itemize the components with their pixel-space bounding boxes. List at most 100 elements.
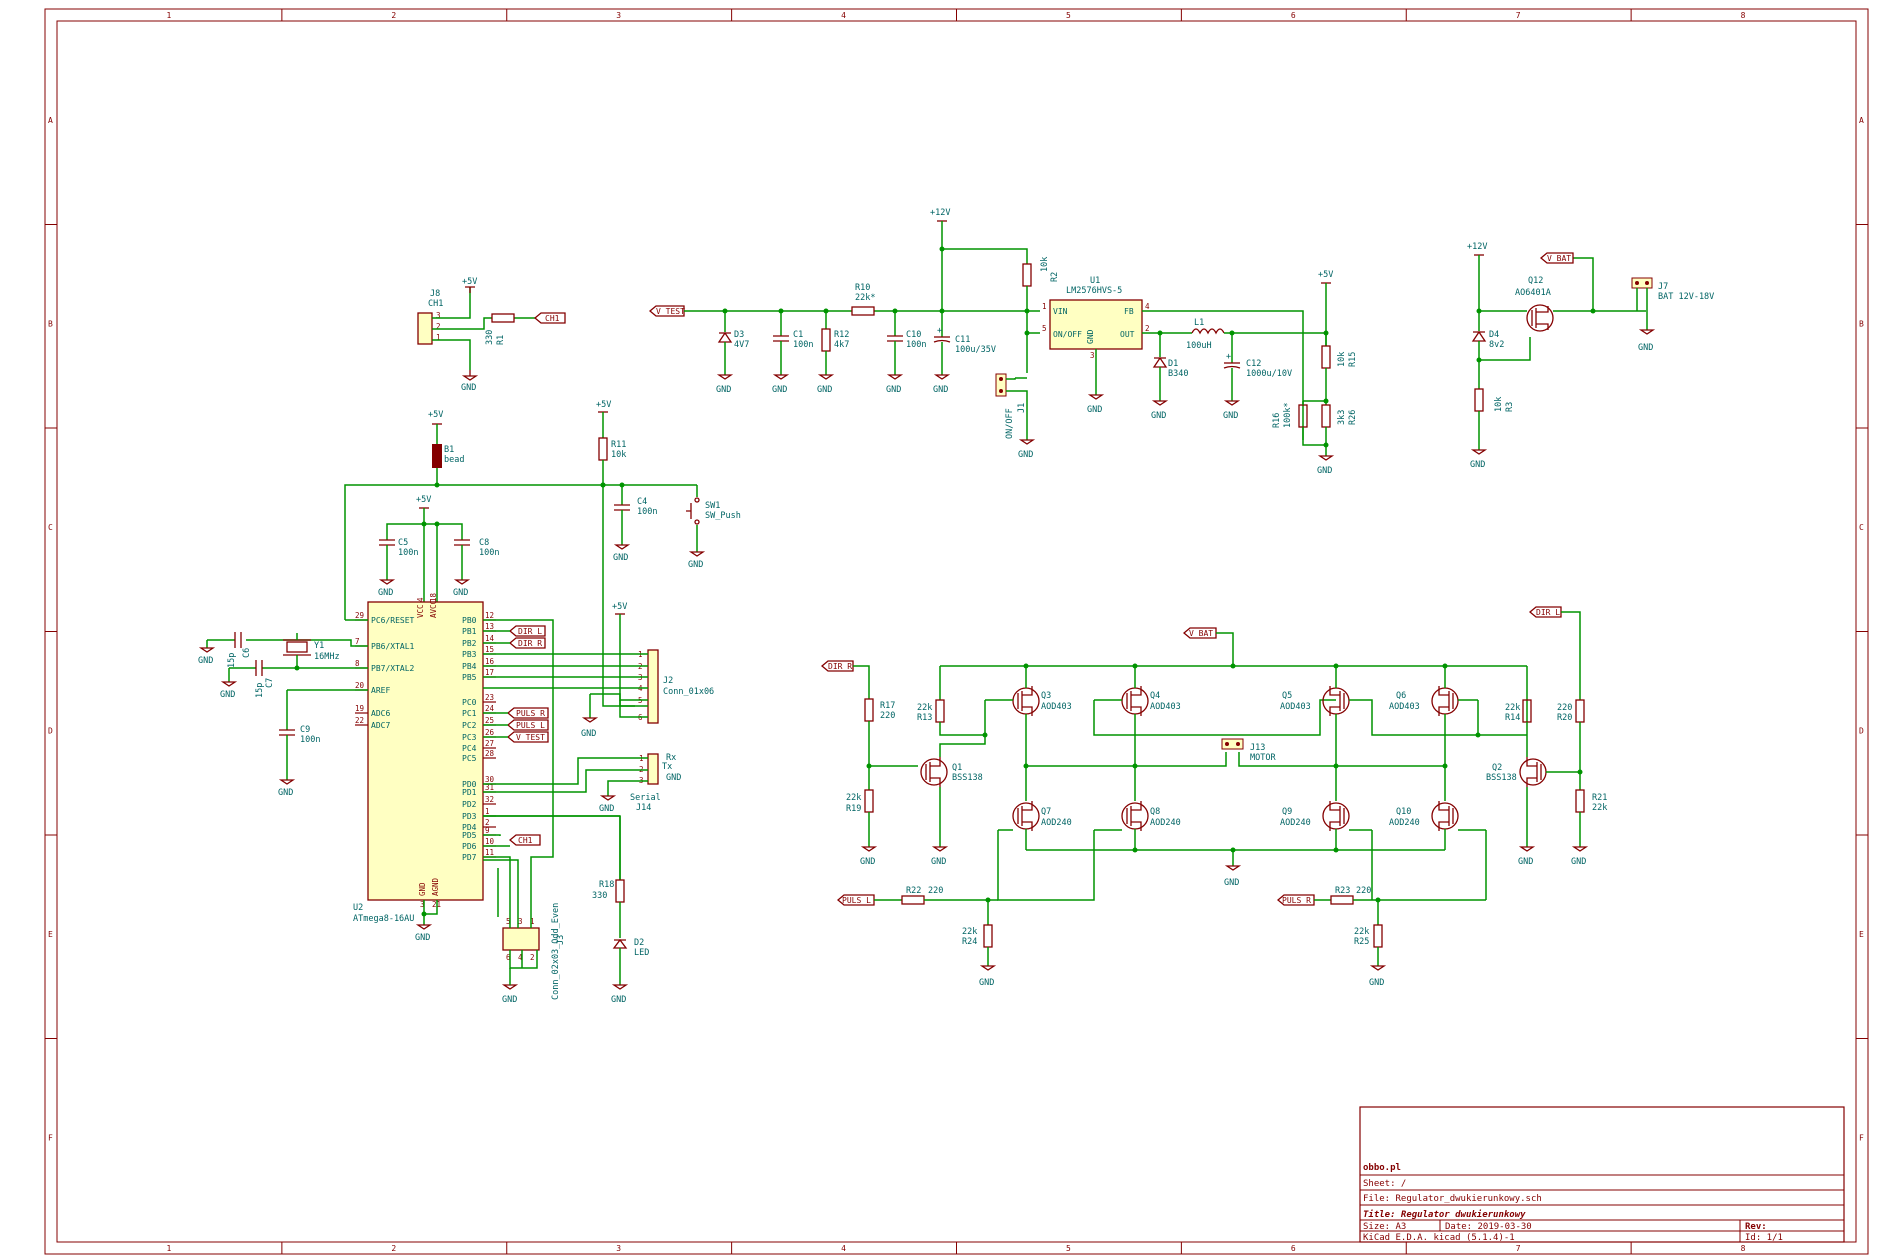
d2-value: LED <box>634 948 649 958</box>
frame-col-bottom-1: 1 <box>166 1244 171 1253</box>
sw1-ref: SW1 <box>705 501 720 511</box>
svg-text:PULS_L: PULS_L <box>842 896 871 905</box>
c11-capacitor: + C11 100u/35V <box>933 326 996 355</box>
r23-value: 220 <box>1356 886 1371 896</box>
r17-resistor: R17 220 <box>864 698 895 722</box>
net-label-v-bat-bridge: V_BAT <box>1182 627 1217 639</box>
svg-text:GND: GND <box>1518 857 1533 867</box>
frame-row-right-B: B <box>1859 319 1864 328</box>
q9-ref: Q9 <box>1282 807 1292 817</box>
q12-pmos: Q12 AO6401A <box>1515 276 1554 332</box>
r11-resistor: R11 10k <box>598 437 626 461</box>
c6-ref: C6 <box>242 648 252 658</box>
frame-row-left-C: C <box>48 523 53 532</box>
r3-resistor: 10k R3 <box>1474 388 1515 412</box>
svg-text:GND: GND <box>1369 978 1384 988</box>
u2-pin-num-11: 11 <box>485 848 494 857</box>
r18-ref: R18 <box>599 880 614 890</box>
u2-pin-name-12: PB0 <box>462 616 477 625</box>
r11-ref: R11 <box>611 440 626 450</box>
u2-pin-name-32: PD2 <box>462 800 477 809</box>
r24-ref: R24 <box>962 937 977 947</box>
net-label-puls-r-mcu: PULS_R <box>506 707 549 719</box>
q3-ref: Q3 <box>1041 691 1051 701</box>
r21-value: 22k <box>1592 803 1607 813</box>
u2-pin-num-22: 22 <box>355 716 364 725</box>
q5-value: AOD403 <box>1280 702 1311 712</box>
r23-ref: R23 <box>1335 886 1350 896</box>
svg-text:+: + <box>1226 352 1231 362</box>
r2-ref: R2 <box>1050 272 1060 282</box>
u2-atmega8: VCC AVCC 4 18 GND AGND 3 21 U2 ATmega8-1… <box>353 592 496 924</box>
svg-text:DIR_R: DIR_R <box>828 662 852 671</box>
svg-text:4: 4 <box>416 597 425 602</box>
u2-pin-name-17: PB5 <box>462 673 477 682</box>
j14-tx: Tx <box>662 762 672 772</box>
svg-text:GND: GND <box>979 978 994 988</box>
svg-text:GND: GND <box>688 560 703 570</box>
frame-col-top-7: 7 <box>1516 11 1521 20</box>
pwr-5v-r11: +5V <box>596 400 611 413</box>
svg-text:GND: GND <box>453 588 468 598</box>
c5-capacitor: C5 100n <box>379 538 418 558</box>
r10-resistor: R10 22k* <box>851 283 875 316</box>
u2-pin-name-28: PC5 <box>462 754 477 763</box>
q2-nmos: Q2 BSS138 <box>1486 757 1547 787</box>
tb-title: Title: Regulator dwukierunkowy <box>1363 1209 1526 1220</box>
gnd-r21: GND <box>1571 846 1589 867</box>
gnd-bridge: GND <box>1224 865 1242 888</box>
u2-pin-num-16: 16 <box>485 657 495 666</box>
gnd-j2: GND <box>581 717 599 739</box>
r18-resistor: R18 330 <box>592 879 625 903</box>
net-label-puls-l-mcu: PULS_L <box>506 719 549 731</box>
r25-ref: R25 <box>1354 937 1369 947</box>
svg-text:ON/OFF: ON/OFF <box>1053 330 1082 339</box>
svg-text:CH1: CH1 <box>518 836 533 845</box>
r14-value: 22k <box>1505 703 1520 713</box>
svg-text:FB: FB <box>1124 307 1134 316</box>
frame-row-right-A: A <box>1859 116 1864 125</box>
j3-ref: J3 <box>556 935 566 945</box>
frame-col-bottom-5: 5 <box>1066 1244 1071 1253</box>
u2-pin-name-29: PC6/RESET <box>371 616 415 625</box>
u2-pin-num-29: 29 <box>355 611 364 620</box>
gnd-u2: GND <box>415 924 433 943</box>
c5-value: 100n <box>398 548 418 558</box>
u2-pin-num-12: 12 <box>485 611 494 620</box>
u2-pin-num-14: 14 <box>485 634 495 643</box>
b1-bead: B1 bead <box>432 444 464 468</box>
gnd-r3: GND <box>1470 449 1488 470</box>
q4-ref: Q4 <box>1150 691 1160 701</box>
l1-value: 100uH <box>1186 341 1212 351</box>
j14-serial-connector: 1 2 3 Rx Tx GND Serial J14 <box>630 753 681 813</box>
u2-value: ATmega8-16AU <box>353 914 414 924</box>
u2-pin-name-31: PD1 <box>462 788 477 797</box>
u2-pin-name-2: PD4 <box>462 823 477 832</box>
c5-ref: C5 <box>398 538 408 548</box>
c1-capacitor: C1 100n <box>773 330 813 350</box>
r13-resistor: 22k R13 <box>917 699 945 723</box>
svg-text:+5V: +5V <box>428 410 443 420</box>
gnd-q2: GND <box>1518 846 1536 867</box>
gnd-j1: GND <box>1018 439 1036 460</box>
gnd-r12: GND <box>817 374 835 395</box>
r21-resistor: R21 22k <box>1575 789 1607 813</box>
r26-resistor: 3k3 R26 <box>1321 404 1358 428</box>
b1-value: bead <box>444 455 464 465</box>
svg-text:GND: GND <box>502 995 517 1005</box>
r16-value: 100k* <box>1283 402 1293 428</box>
gnd-c1: GND <box>772 374 790 395</box>
svg-text:4: 4 <box>1145 302 1150 311</box>
r24-resistor: 22k R24 <box>962 924 993 948</box>
svg-text:GND: GND <box>817 385 832 395</box>
l1-ref: L1 <box>1194 318 1204 328</box>
u2-pin-name-9: PD5 <box>462 831 477 840</box>
svg-text:AVCC: AVCC <box>429 600 438 618</box>
c8-value: 100n <box>479 548 499 558</box>
frame-row-right-F: F <box>1859 1133 1864 1142</box>
net-label-dir-l-mcu: DIR_L <box>508 625 546 637</box>
frame-col-top-8: 8 <box>1741 11 1746 20</box>
svg-text:AGND: AGND <box>431 877 440 896</box>
